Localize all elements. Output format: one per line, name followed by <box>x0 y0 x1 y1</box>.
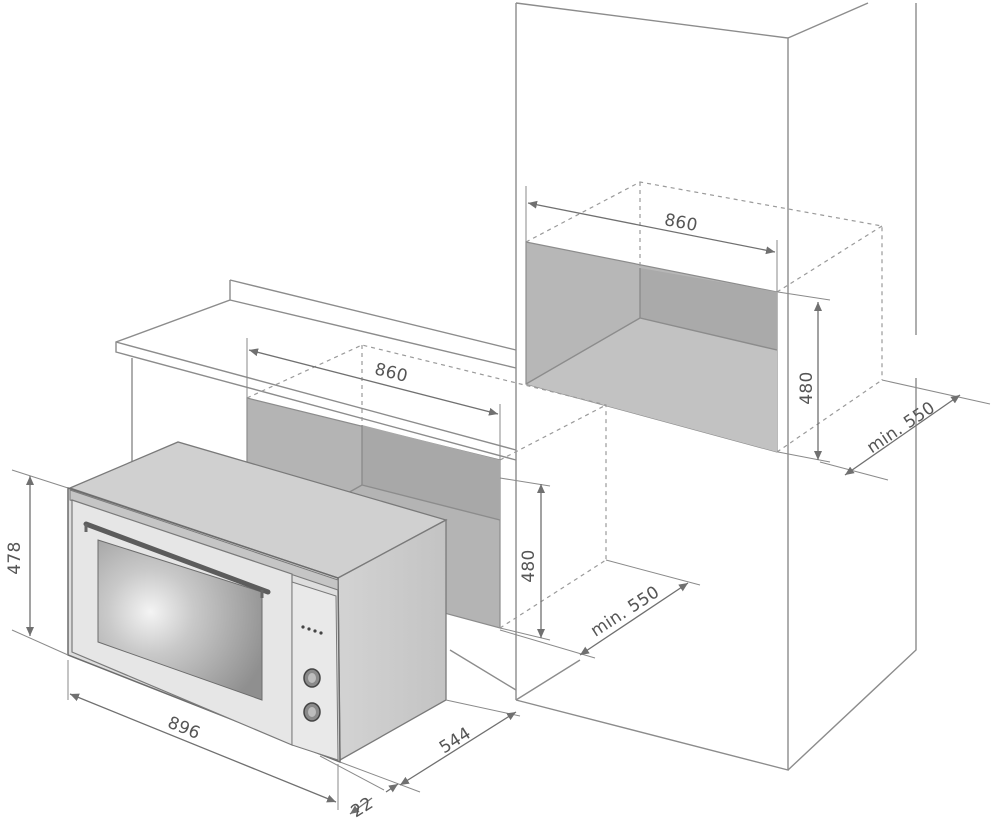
knob-upper <box>303 668 321 688</box>
oven-width-label: 896 <box>165 713 203 744</box>
oven-depth-label: 544 <box>436 723 475 758</box>
front-thickness-label: 22 <box>348 793 377 819</box>
dim-upper-height: 480 <box>777 291 831 463</box>
dim-lower-height: 480 <box>499 477 551 641</box>
upper-niche-width-label: 860 <box>663 210 700 236</box>
upper-niche-height-label: 480 <box>797 371 817 404</box>
indicator-lights <box>301 625 323 635</box>
lower-niche-height-label: 480 <box>519 549 539 582</box>
dim-upper-depth: min. 550 <box>819 379 991 481</box>
lower-niche-depth-label: min. 550 <box>587 582 663 641</box>
upper-niche-depth-label: min. 550 <box>863 398 939 458</box>
upper-niche <box>525 181 883 453</box>
dim-front-thickness: 22 <box>319 755 399 819</box>
knob-lower <box>303 702 321 722</box>
oven <box>67 441 448 764</box>
dim-oven-height: 478 <box>5 469 69 656</box>
oven-height-label: 478 <box>5 541 25 574</box>
oven-handle <box>83 521 271 595</box>
